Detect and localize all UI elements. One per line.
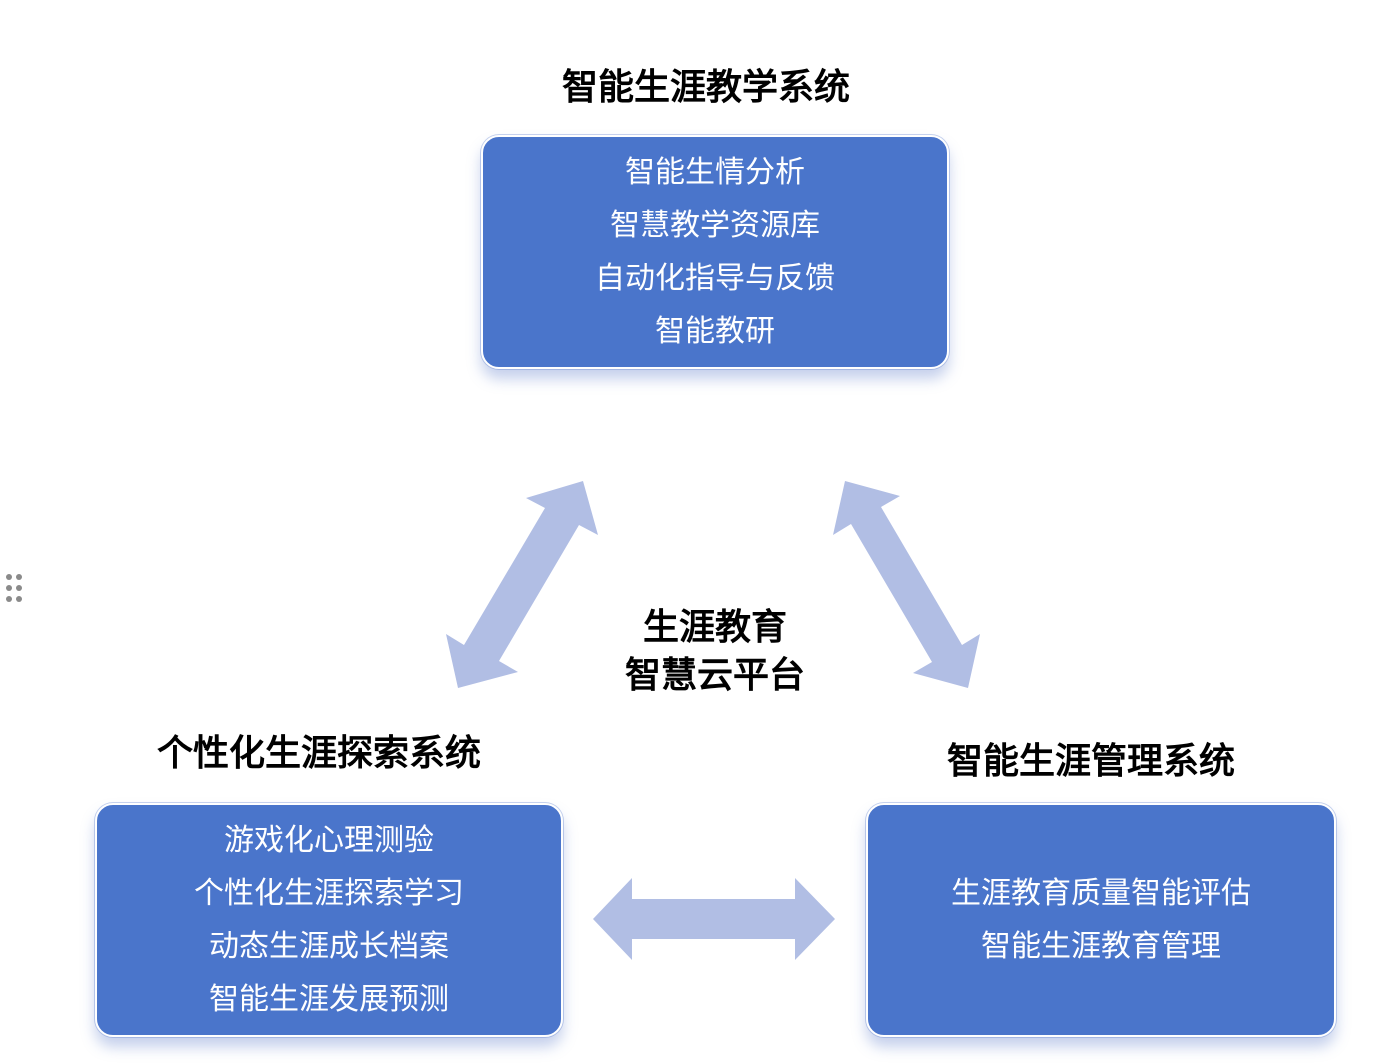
- top-system-item: 智能生情分析: [625, 155, 805, 190]
- drag-handle-icon[interactable]: [4, 572, 24, 604]
- top-system-box: 智能生情分析 智慧教学资源库 自动化指导与反馈 智能教研: [481, 135, 949, 369]
- top-system-item: 智能教研: [655, 314, 775, 349]
- top-system-item: 智慧教学资源库: [610, 208, 820, 243]
- center-title-line1: 生涯教育: [642, 607, 787, 648]
- top-system-item: 自动化指导与反馈: [595, 261, 835, 296]
- arrow-right-top: [833, 481, 980, 688]
- arrow-left-top: [446, 481, 598, 688]
- right-system-item: 生涯教育质量智能评估: [951, 876, 1251, 911]
- right-system-box: 生涯教育质量智能评估 智能生涯教育管理: [866, 803, 1336, 1037]
- right-system-title: 智能生涯管理系统: [947, 741, 1236, 782]
- left-system-item: 动态生涯成长档案: [209, 929, 449, 964]
- right-system-item: 智能生涯教育管理: [981, 929, 1221, 964]
- left-system-item: 智能生涯发展预测: [209, 982, 449, 1017]
- left-system-item: 游戏化心理测验: [224, 823, 434, 858]
- center-platform-title: 生涯教育 智慧云平台: [600, 604, 830, 700]
- center-title-line2: 智慧云平台: [624, 655, 805, 696]
- left-system-item: 个性化生涯探索学习: [194, 876, 464, 911]
- arrow-left-right: [593, 878, 835, 960]
- left-system-box: 游戏化心理测验 个性化生涯探索学习 动态生涯成长档案 智能生涯发展预测: [95, 803, 563, 1037]
- top-system-title: 智能生涯教学系统: [562, 67, 851, 108]
- left-system-title: 个性化生涯探索系统: [157, 733, 482, 774]
